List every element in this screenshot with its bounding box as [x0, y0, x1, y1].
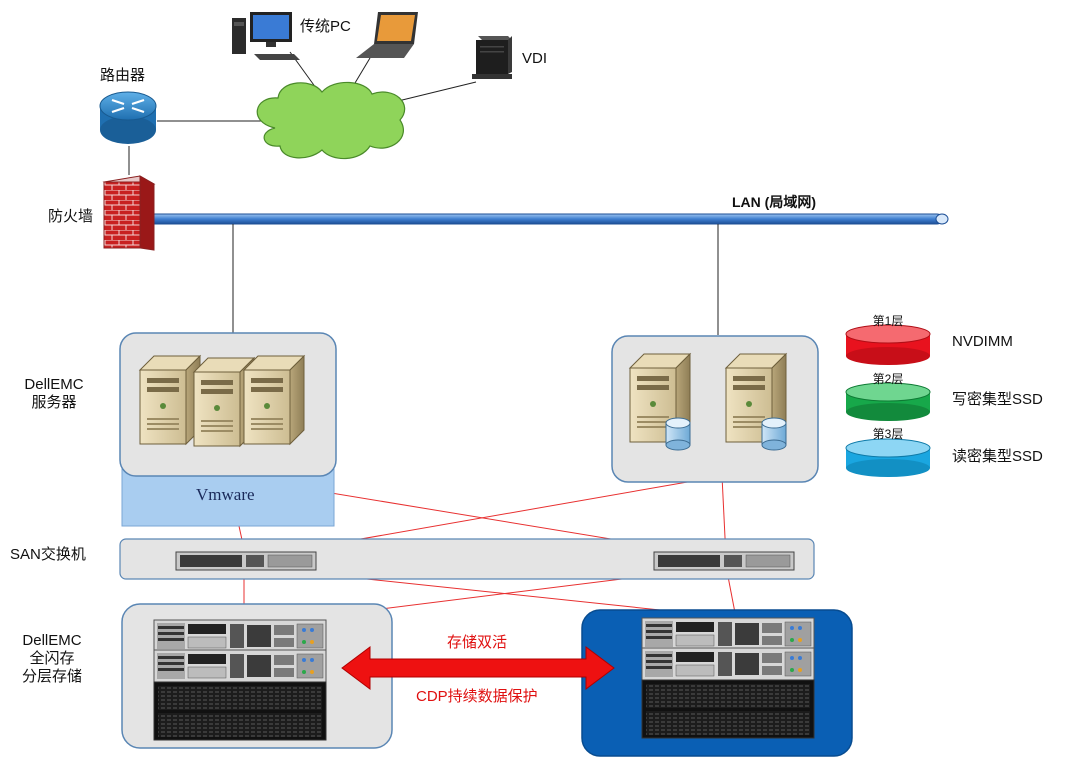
rack-server-icon — [641, 617, 815, 651]
tier-1-name: NVDIMM — [952, 333, 1013, 350]
lan-bus — [129, 213, 949, 225]
storage-type-label: 全闪存 — [29, 650, 75, 667]
vdi-label: VDI — [522, 50, 548, 67]
firewall-label: 防火墙 — [48, 208, 94, 225]
tier-3-cylinder — [845, 438, 931, 477]
active-active-label: 存储双活 — [447, 634, 508, 651]
server-tower-icon — [243, 355, 305, 445]
san-switch-icon — [175, 551, 317, 571]
rack-server-icon — [153, 649, 327, 683]
database-disk-icon — [665, 417, 691, 451]
san-switch-icon — [653, 551, 795, 571]
tier-3-level: 第3层 — [872, 427, 904, 441]
cdp-label: CDP持续数据保护 — [416, 688, 538, 705]
vmware-label: Vmware — [196, 485, 255, 504]
disk-shelf-icon — [153, 681, 327, 741]
tier-3-name: 读密集型SSD — [952, 448, 1043, 465]
laptop-icon — [356, 12, 418, 58]
tier-2-cylinder — [845, 382, 931, 421]
router-icon — [99, 91, 157, 144]
replication-double-arrow — [341, 646, 615, 690]
router-label: 路由器 — [100, 67, 146, 84]
tier-2-name: 写密集型SSD — [952, 391, 1043, 408]
storage-vendor-label: DellEMC — [22, 632, 82, 649]
storage-tiering-label: 分层存储 — [21, 668, 82, 685]
server-vendor-label: DellEMC — [24, 376, 84, 393]
server-role-label: 服务器 — [31, 394, 77, 411]
traditional-pc-label: 传统PC — [300, 18, 351, 35]
desktop-pc-icon — [232, 12, 300, 60]
tier-1-cylinder — [845, 324, 931, 365]
server-tower-icon — [139, 355, 201, 445]
disk-shelf-icon — [641, 679, 815, 739]
tier-2-level: 第2层 — [872, 372, 904, 386]
rack-server-icon — [641, 647, 815, 681]
database-disk-icon — [761, 417, 787, 451]
network-cloud — [256, 81, 406, 160]
lan-label: LAN (局域网) — [732, 194, 816, 210]
rack-server-icon — [153, 619, 327, 653]
network-links — [128, 51, 719, 335]
tier-1-level: 第1层 — [872, 314, 904, 328]
firewall-icon — [102, 175, 156, 251]
vdi-thin-client-icon — [472, 36, 512, 79]
san-switch-label: SAN交换机 — [10, 546, 86, 563]
